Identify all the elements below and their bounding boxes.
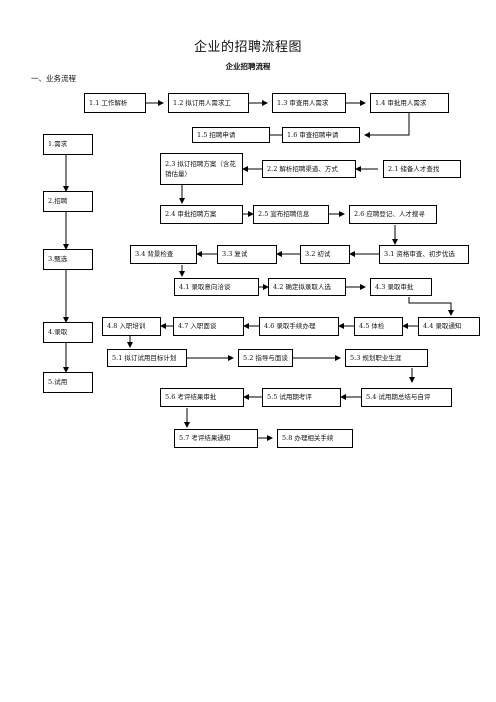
step-5-6: 5.6 考评结果审批 [160,388,244,407]
step-4-2: 4.2 确定拟录取人选 [268,278,346,296]
step-4-3: 4.3 录取审批 [370,278,432,296]
step-2-6: 2.6 应聘登记、人才搜寻 [349,205,437,224]
stage-demand: 1.需求 [43,134,93,155]
step-4-7: 4.7 入职面谈 [173,317,244,336]
arrow-4-3-to-4-4 [408,297,454,316]
section-heading: 一、业务流程 [31,74,76,83]
step-4-5: 4.5 体检 [354,317,403,336]
step-1-4: 1.4 审批用人需求 [370,93,449,113]
step-1-2: 1.2 拟订用人需求工 [168,93,249,113]
step-2-1: 2.1 储备人才查找 [383,160,461,178]
step-1-5: 1.5 招聘申请 [192,127,270,143]
step-5-8: 5.8 办理相关手续 [277,429,353,448]
stage-hire: 4.录取 [43,322,93,343]
step-4-6: 4.6 录取手续办理 [259,317,339,336]
step-5-5: 5.5 试用期考评 [262,388,341,407]
step-2-4: 2.4 审批招聘方案 [160,205,243,224]
step-2-3: 2.3 拟订招聘方案（含花销估量） [160,153,243,185]
step-4-8: 4.8 入职培训 [102,317,161,336]
step-3-4: 3.4 背景检查 [130,245,197,264]
arrow-1-4-to-1-6 [364,113,410,138]
step-1-6: 1.6 审查招聘申请 [282,127,360,143]
step-5-2: 5.2 指导与面谈 [238,349,293,367]
step-2-5: 2.5 宣布招聘信息 [253,205,329,224]
step-2-2: 2.2 解析招聘渠道、方式 [262,160,356,178]
step-5-3: 5.3 规划职业生涯 [345,349,428,367]
step-5-1: 5.1 拟订试用目标计划 [107,349,187,367]
page-title: 企业的招聘流程图 [193,40,302,55]
step-4-4: 4.4 录取通知 [418,317,480,336]
step-3-3: 3.3 复试 [217,245,277,264]
step-5-4: 5.4 试用期总结与自评 [361,388,452,407]
stage-probation: 5.试用 [43,372,93,393]
stage-recruit: 2.招聘 [43,191,93,212]
step-3-2: 3.2 初试 [300,245,350,264]
step-1-3: 1.3 审查用人需求 [272,93,346,113]
step-3-1: 3.1 资格审查、初步优选 [379,245,469,264]
step-4-1: 4.1 录取意向洽谈 [174,278,259,296]
step-5-7: 5.7 考评结果通知 [174,429,258,448]
stage-select: 3.甄选 [43,249,93,270]
step-1-1: 1.1 工作解析 [84,93,146,113]
diagram-subtitle: 企业招聘流程 [225,62,271,71]
